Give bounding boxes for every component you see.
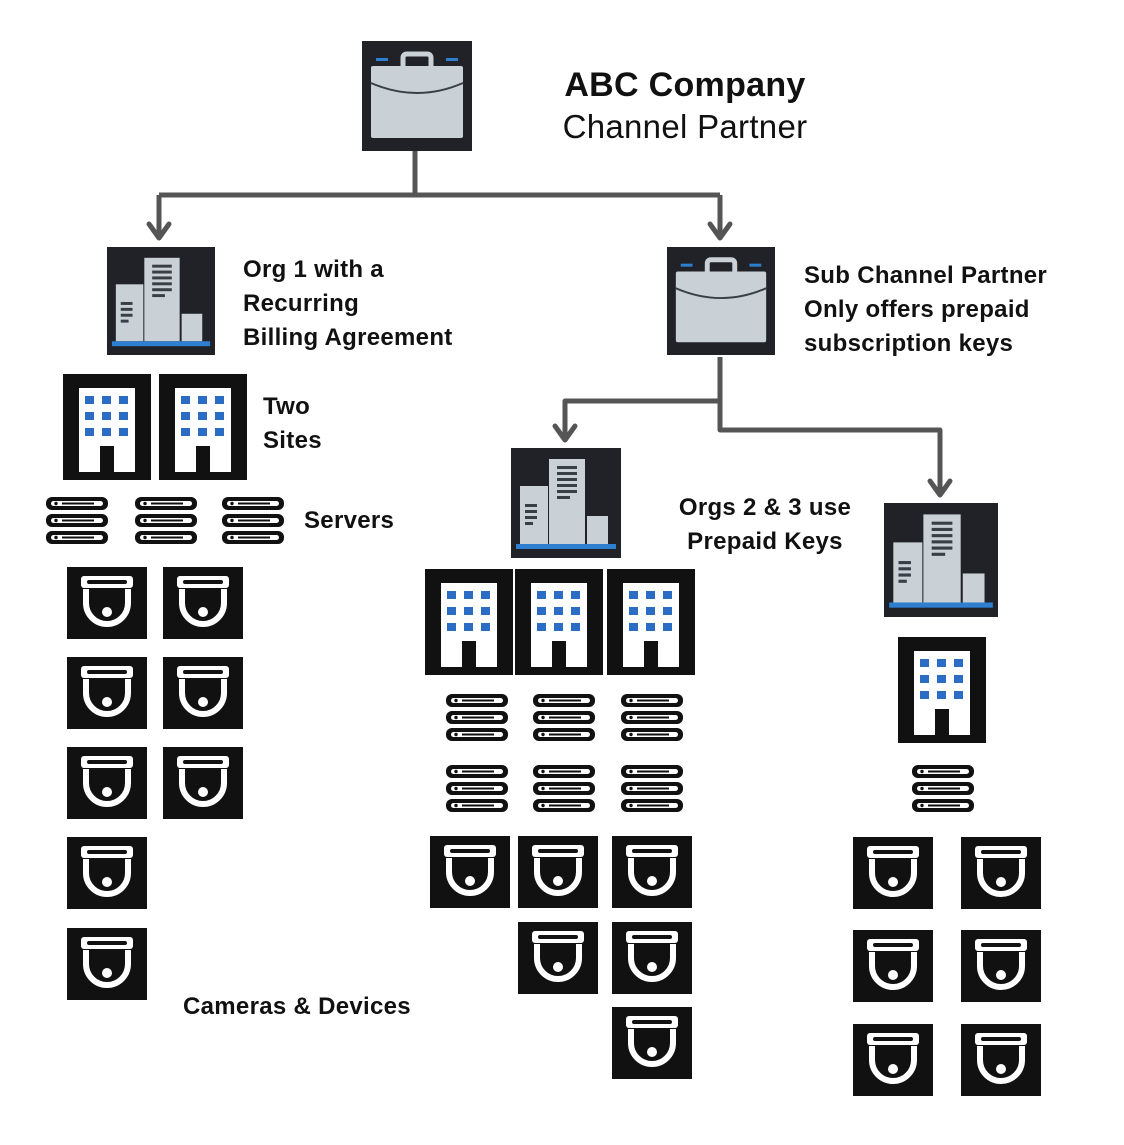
office-building-icon: [107, 247, 215, 355]
sub-partner-label: Sub Channel Partner Only offers prepaid …: [804, 259, 1047, 361]
dome-camera-icon: [612, 922, 692, 994]
dome-camera-icon: [430, 836, 510, 908]
server-rack-icon: [912, 765, 974, 812]
dome-camera-icon: [612, 1007, 692, 1079]
server-rack-icon: [446, 765, 508, 812]
dome-camera-icon: [853, 1024, 933, 1096]
dome-camera-icon: [518, 922, 598, 994]
icon-layer: [46, 41, 1041, 1096]
server-rack-icon: [621, 694, 683, 741]
arrowhead: [552, 423, 578, 443]
org1-label-line: Billing Agreement: [243, 324, 453, 351]
server-rack-icon: [135, 497, 197, 544]
dome-camera-icon: [67, 837, 147, 909]
dome-camera-icon: [67, 567, 147, 639]
dome-camera-icon: [67, 747, 147, 819]
site-building-icon: [515, 569, 603, 675]
dome-camera-icon: [67, 657, 147, 729]
site-building-icon: [159, 374, 247, 480]
server-rack-icon: [46, 497, 108, 544]
dome-camera-icon: [961, 1024, 1041, 1096]
dome-camera-icon: [961, 930, 1041, 1002]
sites-label-line: Two: [263, 393, 311, 420]
org1-label-line: Recurring: [243, 290, 360, 317]
dome-camera-icon: [853, 837, 933, 909]
org1-label: Org 1 with a Recurring Billing Agreement: [243, 253, 453, 355]
connector-line: [156, 150, 723, 238]
server-rack-icon: [446, 694, 508, 741]
sub-partner-label-line: Sub Channel Partner: [804, 262, 1048, 289]
servers-label: Servers: [304, 507, 395, 534]
cameras-label: Cameras & Devices: [183, 993, 411, 1020]
root-role: Channel Partner: [562, 108, 808, 145]
arrowhead: [146, 221, 172, 241]
org1-label-line: Org 1 with a: [243, 256, 384, 283]
site-building-icon: [607, 569, 695, 675]
sites-label: Two Sites: [263, 390, 322, 458]
orgs23-label: Orgs 2 & 3 use Prepaid Keys: [650, 491, 880, 559]
sub-partner-label-line: subscription keys: [804, 330, 1014, 357]
office-building-icon: [511, 448, 621, 558]
office-building-icon: [884, 503, 998, 617]
dome-camera-icon: [163, 657, 243, 729]
dome-camera-icon: [961, 837, 1041, 909]
server-rack-icon: [533, 765, 595, 812]
connector-line: [562, 357, 943, 495]
briefcase-icon: [362, 41, 472, 151]
dome-camera-icon: [853, 930, 933, 1002]
arrowhead: [707, 221, 733, 241]
orgs23-label-line: Prepaid Keys: [687, 528, 843, 555]
dome-camera-icon: [67, 928, 147, 1000]
dome-camera-icon: [518, 836, 598, 908]
orgs23-label-line: Orgs 2 & 3 use: [678, 494, 852, 521]
server-rack-icon: [621, 765, 683, 812]
dome-camera-icon: [163, 567, 243, 639]
dome-camera-icon: [163, 747, 243, 819]
root-name: ABC Company: [564, 66, 806, 104]
root-label: ABC Company Channel Partner: [540, 64, 830, 148]
dome-camera-icon: [612, 836, 692, 908]
briefcase-icon: [667, 247, 775, 355]
site-building-icon: [63, 374, 151, 480]
connector-lines: [146, 150, 953, 498]
site-building-icon: [425, 569, 513, 675]
sub-partner-label-line: Only offers prepaid: [804, 296, 1030, 323]
server-rack-icon: [222, 497, 284, 544]
site-building-icon: [898, 637, 986, 743]
sites-label-line: Sites: [263, 427, 322, 454]
arrowhead: [927, 478, 953, 498]
server-rack-icon: [533, 694, 595, 741]
